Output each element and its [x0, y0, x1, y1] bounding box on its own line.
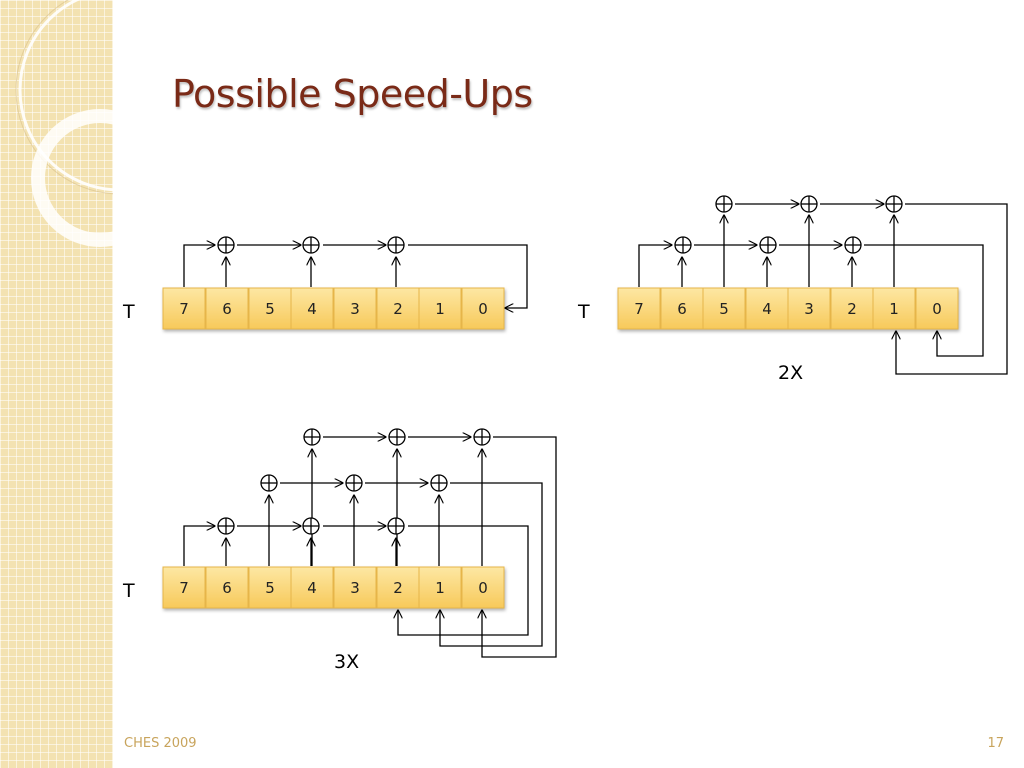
register-cell: 2 — [376, 566, 420, 609]
xor-gate — [260, 474, 278, 492]
xor-gate — [430, 474, 448, 492]
xor-gate — [302, 517, 320, 535]
input-label: T — [122, 580, 135, 602]
xor-gates — [217, 428, 491, 535]
xor-gate — [345, 474, 363, 492]
register-cell: 2 — [830, 287, 874, 330]
register-cell: 7 — [162, 287, 206, 330]
lfsr-diagram-3x: 7 6 5 4 3 2 1 0 T 3X — [122, 428, 557, 673]
register-cell: 5 — [248, 566, 292, 609]
svg-text:5: 5 — [265, 300, 275, 318]
shift-register: 7 6 5 4 3 2 1 0 — [162, 566, 505, 609]
feedback-wires — [638, 204, 1008, 375]
xor-gate — [302, 236, 320, 254]
svg-text:4: 4 — [762, 300, 772, 318]
svg-text:1: 1 — [889, 300, 899, 318]
svg-text:5: 5 — [265, 579, 275, 597]
footer-conference: CHES 2009 — [124, 736, 197, 751]
register-cell: 3 — [787, 287, 831, 330]
svg-text:7: 7 — [634, 300, 644, 318]
footer-page-number: 17 — [987, 736, 1004, 751]
register-cell: 2 — [376, 287, 420, 330]
svg-text:1: 1 — [435, 579, 445, 597]
lfsr-diagram-1x: 7 6 5 4 3 2 1 0 T — [122, 236, 528, 330]
input-label: T — [122, 301, 135, 323]
register-cell: 0 — [461, 566, 505, 609]
register-cell: 7 — [162, 566, 206, 609]
svg-text:3: 3 — [350, 579, 360, 597]
input-label: T — [577, 301, 590, 323]
svg-text:6: 6 — [677, 300, 687, 318]
xor-gate — [759, 236, 777, 254]
register-cell: 0 — [461, 287, 505, 330]
register-cell: 1 — [418, 287, 462, 330]
register-cell: 6 — [205, 566, 249, 609]
xor-gate — [885, 195, 903, 213]
svg-text:0: 0 — [478, 579, 488, 597]
register-cell: 3 — [333, 566, 377, 609]
xor-gate — [388, 428, 406, 446]
xor-gate — [715, 195, 733, 213]
svg-text:0: 0 — [478, 300, 488, 318]
xor-gate — [473, 428, 491, 446]
register-cell: 4 — [290, 287, 334, 330]
register-cell: 3 — [333, 287, 377, 330]
svg-text:1: 1 — [435, 300, 445, 318]
speedup-label: 3X — [334, 651, 359, 673]
register-cell: 6 — [205, 287, 249, 330]
svg-text:6: 6 — [222, 579, 232, 597]
decorative-rings — [15, 0, 113, 247]
register-cell: 6 — [660, 287, 704, 330]
svg-text:4: 4 — [307, 579, 317, 597]
register-cell: 1 — [418, 566, 462, 609]
svg-text:2: 2 — [847, 300, 857, 318]
svg-text:4: 4 — [307, 300, 317, 318]
svg-text:0: 0 — [932, 300, 942, 318]
shift-register: 7 6 5 4 3 2 1 0 — [617, 287, 959, 330]
svg-text:6: 6 — [222, 300, 232, 318]
xor-gate — [303, 428, 321, 446]
lfsr-diagram-2x: 7 6 5 4 3 2 1 0 T 2X — [577, 195, 1008, 384]
svg-text:5: 5 — [719, 300, 729, 318]
register-cell: 4 — [290, 566, 334, 609]
xor-gate — [217, 236, 235, 254]
shift-register: 7 6 5 4 3 2 1 0 — [162, 287, 505, 330]
register-cell: 4 — [745, 287, 789, 330]
svg-text:3: 3 — [350, 300, 360, 318]
feedback-wires — [183, 245, 528, 308]
register-cell: 5 — [702, 287, 746, 330]
xor-gate — [387, 236, 405, 254]
xor-gate — [844, 236, 862, 254]
register-cell: 5 — [248, 287, 292, 330]
xor-gate — [674, 236, 692, 254]
svg-text:7: 7 — [179, 579, 189, 597]
xor-gates — [674, 195, 903, 254]
speedup-label: 2X — [778, 362, 803, 384]
svg-text:2: 2 — [393, 579, 403, 597]
register-cell: 0 — [915, 287, 959, 330]
feedback-wires — [183, 437, 557, 658]
svg-text:2: 2 — [393, 300, 403, 318]
xor-gate — [217, 517, 235, 535]
svg-text:7: 7 — [179, 300, 189, 318]
svg-text:3: 3 — [804, 300, 814, 318]
slide-title: Possible Speed-Ups — [172, 72, 533, 116]
register-cell: 1 — [872, 287, 916, 330]
register-cell: 7 — [617, 287, 661, 330]
xor-gates — [217, 236, 405, 254]
xor-gate — [387, 517, 405, 535]
xor-gate — [800, 195, 818, 213]
